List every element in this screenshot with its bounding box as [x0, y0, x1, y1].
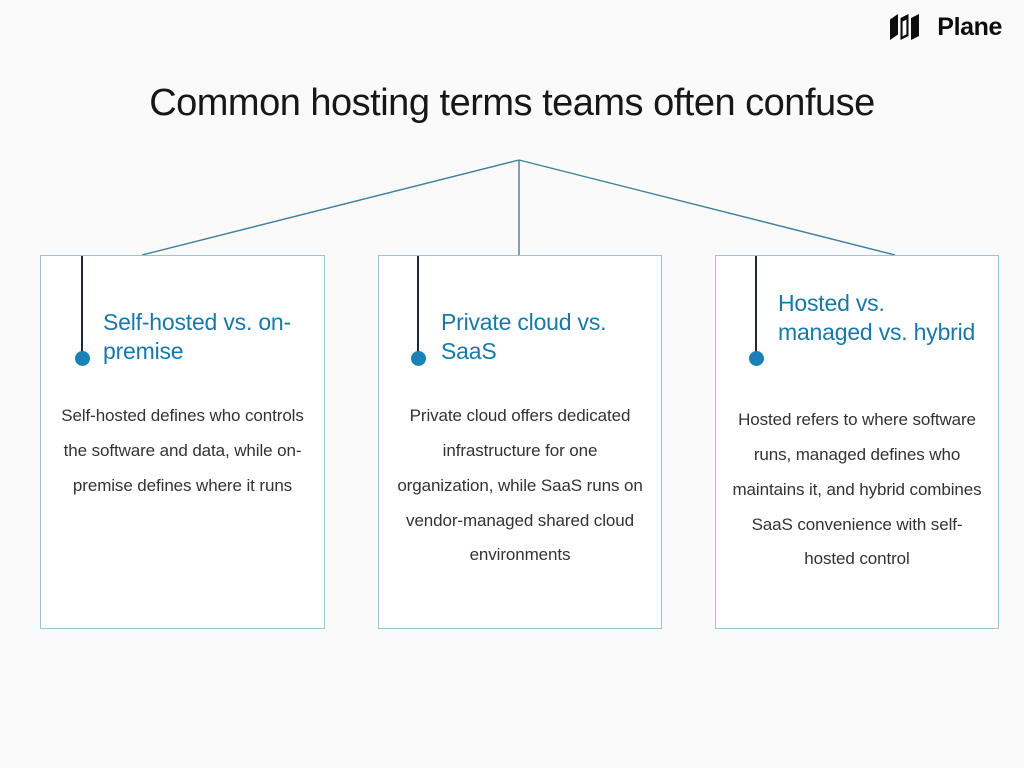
brand-name: Plane — [937, 12, 1002, 41]
plane-logo-icon — [890, 14, 920, 40]
card-bullet-dot — [75, 351, 90, 366]
card-body-text: Self-hosted defines who controls the sof… — [61, 406, 304, 495]
connector-left — [141, 159, 520, 256]
term-card-hosted-managed-hybrid[interactable]: Hosted vs. managed vs. hybrid Hosted ref… — [715, 255, 999, 629]
card-body-text: Hosted refers to where software runs, ma… — [732, 410, 982, 569]
term-card-private-cloud[interactable]: Private cloud vs. SaaS Private cloud off… — [378, 255, 662, 629]
card-heading: Self-hosted vs. on-premise — [103, 309, 291, 364]
term-card-self-hosted[interactable]: Self-hosted vs. on-premise Self-hosted d… — [40, 255, 325, 629]
connector-right — [518, 159, 896, 256]
card-heading: Hosted vs. managed vs. hybrid — [778, 290, 976, 345]
card-stem-line — [417, 256, 419, 358]
card-stem-line — [755, 256, 757, 358]
card-heading: Private cloud vs. SaaS — [441, 309, 607, 364]
card-body-text: Private cloud offers dedicated infrastru… — [397, 406, 643, 565]
page-title: Common hosting terms teams often confuse — [149, 82, 875, 124]
card-bullet-dot — [411, 351, 426, 366]
brand-logo: Plane — [890, 14, 1002, 40]
card-bullet-dot — [749, 351, 764, 366]
card-stem-line — [81, 256, 83, 358]
